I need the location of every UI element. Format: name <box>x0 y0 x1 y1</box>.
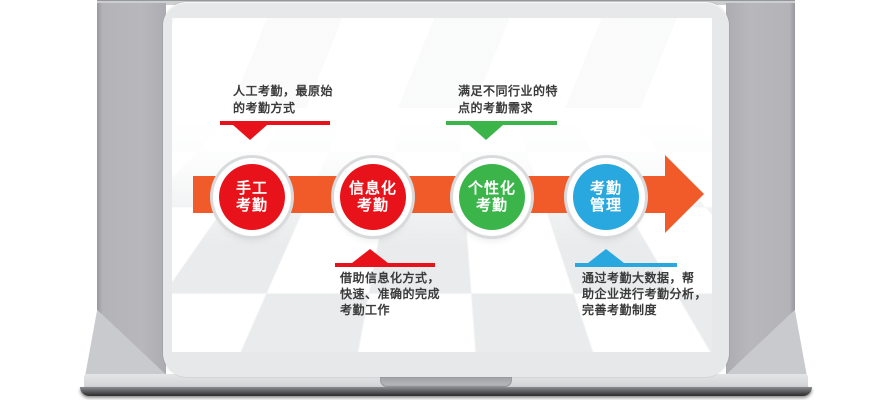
pointer-down-triangle-icon <box>469 125 503 140</box>
laptop-side-right <box>726 3 795 375</box>
step-label: 考勤 <box>589 180 622 197</box>
annotation-text: 满足不同行业的特 点的考勤需求 <box>458 83 558 117</box>
step-label: 信息化 <box>348 180 397 197</box>
process-diagram: 手工 考勤 信息化 考勤 个性化 考勤 考勤 管理 人工考勤，最原始 的考勤方式 <box>172 18 712 352</box>
annotation-line: 助企业进行考勤分析， <box>582 287 708 301</box>
annotation-line: 完善考勤制度 <box>582 303 658 317</box>
step-label: 考勤 <box>356 197 389 214</box>
laptop-base-edge <box>80 387 812 396</box>
pointer-up-triangle-icon <box>588 249 624 263</box>
laptop-hinge-notch <box>380 374 512 387</box>
pointer-up-triangle-icon <box>352 249 388 263</box>
annotation-line: 借助信息化方式， <box>340 271 441 285</box>
step-circle-informatization-attendance: 信息化 考勤 <box>340 164 406 230</box>
annotation-line: 满足不同行业的特 <box>458 84 559 98</box>
annotation-rule <box>220 121 330 125</box>
annotation-text: 借助信息化方式， 快速、准确的完成 考勤工作 <box>340 270 440 318</box>
step-label: 个性化 <box>467 180 516 197</box>
annotation-line: 点的考勤需求 <box>458 101 534 115</box>
step-circle-personalized-attendance: 个性化 考勤 <box>459 164 525 230</box>
pointer-down-triangle-icon <box>233 125 267 140</box>
annotation-rule <box>575 263 677 267</box>
step-label: 手工 <box>235 180 268 197</box>
arrow-head-icon <box>665 155 704 233</box>
annotation-rule <box>446 121 557 125</box>
step-circle-manual-attendance: 手工 考勤 <box>219 164 285 230</box>
annotation-line: 的考勤方式 <box>233 101 296 115</box>
annotation-line: 考勤工作 <box>340 303 391 317</box>
laptop-screen: 手工 考勤 信息化 考勤 个性化 考勤 考勤 管理 人工考勤，最原始 的考勤方式 <box>172 18 712 352</box>
annotation-rule <box>335 263 435 267</box>
step-label: 考勤 <box>475 197 508 214</box>
annotation-line: 人工考勤，最原始 <box>233 84 334 98</box>
laptop-side-left <box>97 3 166 375</box>
step-label: 考勤 <box>235 197 268 214</box>
annotation-line: 通过考勤大数据，帮 <box>582 271 695 285</box>
step-circle-attendance-management: 考勤 管理 <box>573 164 639 230</box>
annotation-text: 通过考勤大数据，帮 助企业进行考勤分析， 完善考勤制度 <box>582 270 707 318</box>
step-label: 管理 <box>589 197 622 214</box>
annotation-text: 人工考勤，最原始 的考勤方式 <box>233 83 333 117</box>
annotation-line: 快速、准确的完成 <box>340 287 441 301</box>
